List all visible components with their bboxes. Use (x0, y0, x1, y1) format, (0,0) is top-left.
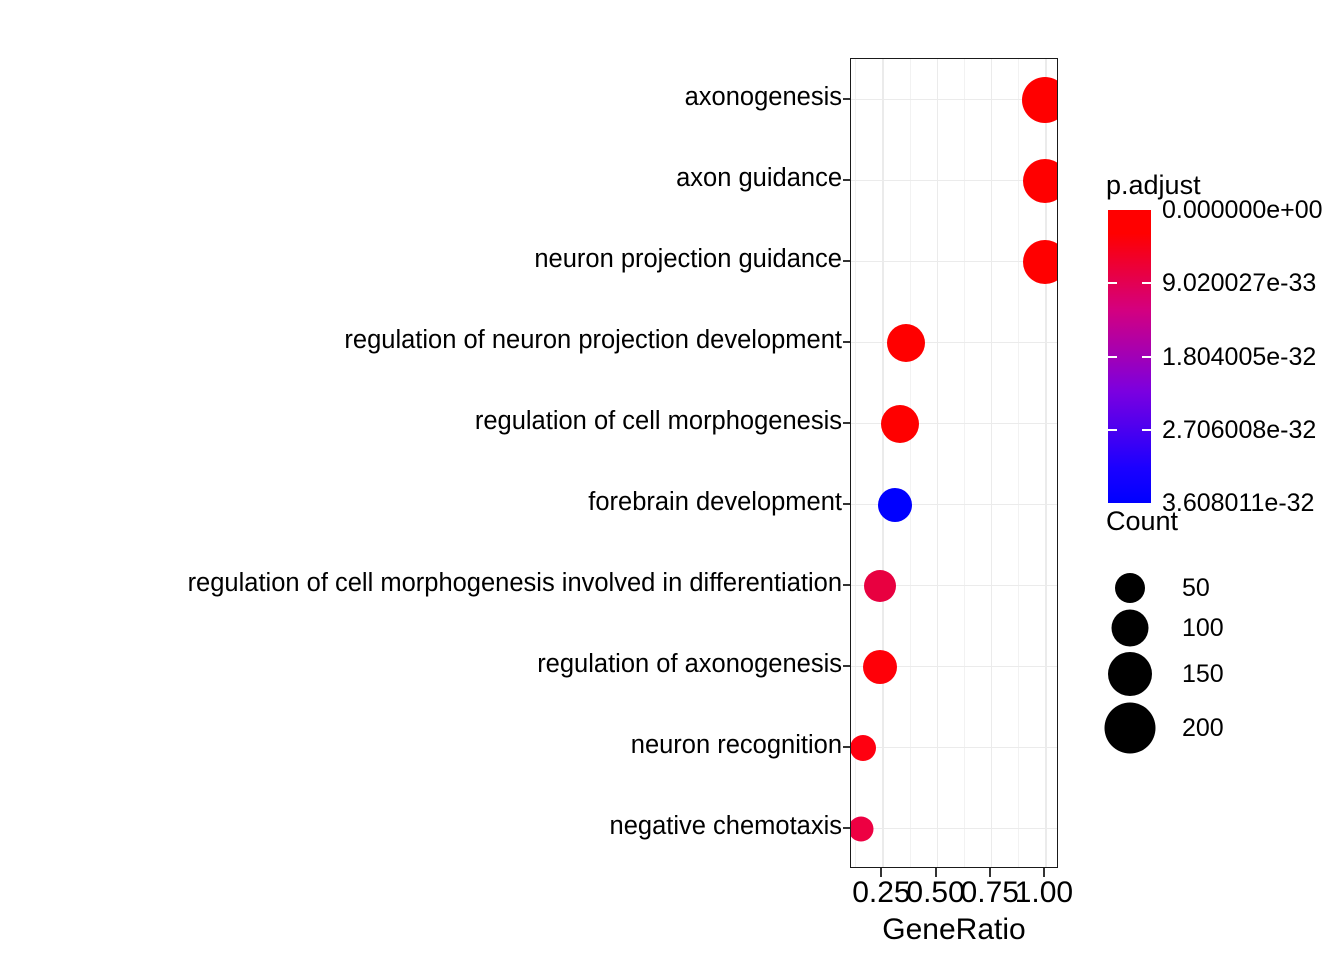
data-point-dot (863, 649, 898, 684)
colorbar-tick-mark (1108, 428, 1117, 431)
gridline-major-horizontal (851, 179, 1057, 182)
count-legend-label: 200 (1182, 713, 1224, 742)
gridline-major-vertical (882, 59, 884, 867)
gridline-major-horizontal (851, 665, 1057, 668)
y-axis-tick-label: regulation of cell morphogenesis (474, 406, 842, 435)
data-point-dot (1021, 76, 1057, 123)
y-axis-tick-mark (843, 745, 850, 748)
y-axis-tick-label: regulation of cell morphogenesis involve… (187, 568, 842, 597)
y-axis-tick-label: axonogenesis (684, 82, 842, 111)
count-legend-title: Count (1106, 506, 1179, 536)
y-axis-tick-mark (843, 259, 850, 262)
colorbar-tick-mark (1108, 355, 1117, 358)
y-axis-tick-mark (843, 97, 850, 100)
colorbar-tick-mark (1142, 282, 1151, 285)
padjust-legend-title: p.adjust (1106, 170, 1201, 200)
colorbar-tick-mark (1142, 428, 1151, 431)
gridline-minor-vertical (1017, 59, 1019, 867)
y-axis-tick-label: axon guidance (676, 163, 842, 192)
y-axis-tick-label: negative chemotaxis (609, 811, 842, 840)
count-legend-label: 100 (1182, 613, 1224, 642)
x-axis-tick-mark (880, 868, 883, 877)
y-axis-tick-label: regulation of axonogenesis (537, 649, 842, 678)
count-legend-dot (1108, 652, 1152, 696)
gridline-major-horizontal (851, 98, 1057, 101)
gridline-major-horizontal (851, 746, 1057, 749)
count-legend-label: 150 (1182, 660, 1224, 688)
y-axis-tick-label: regulation of neuron projection developm… (344, 325, 842, 354)
y-axis: axonogenesis axon guidance neuron projecti… (0, 58, 850, 868)
y-axis-tick-mark (843, 340, 850, 343)
gridline-minor-vertical (855, 59, 857, 867)
gridline-major-horizontal (851, 422, 1057, 425)
x-axis-tick-label: 0.50 (906, 876, 965, 909)
data-point-dot (1022, 239, 1057, 284)
gridline-major-horizontal (851, 503, 1057, 506)
x-axis-title: GeneRatio (882, 913, 1026, 946)
colorbar-tick-label: 3.608011e-32 (1162, 489, 1315, 517)
gridline-minor-vertical (963, 59, 965, 867)
data-point-dot (880, 404, 919, 443)
gridline-major-horizontal (851, 260, 1057, 263)
x-axis-tick-label: 1.00 (1014, 876, 1074, 909)
data-point-dot (878, 487, 913, 522)
data-point-dot (1022, 158, 1057, 203)
gridline-minor-vertical (909, 59, 911, 867)
x-axis-tick-label: 0.25 (852, 876, 911, 909)
y-axis-tick-label: forebrain development (588, 487, 842, 516)
gridline-major-horizontal (851, 584, 1057, 587)
x-axis-tick-mark (988, 868, 991, 877)
data-point-dot (887, 323, 926, 362)
gridline-major-horizontal (851, 341, 1057, 344)
x-axis-ticks (850, 868, 1058, 877)
count-legend-dot (1104, 702, 1156, 753)
colorbar-tick-mark (1142, 355, 1151, 358)
count-legend-dot (1111, 609, 1149, 646)
data-point-dot (851, 734, 876, 761)
y-axis-tick-mark (843, 178, 850, 181)
colorbar-tick-label: 0.000000e+00 (1162, 196, 1323, 224)
gridline-major-horizontal (851, 827, 1057, 830)
legend-area: p.adjust Count 0.000000e+00 9.020027e-33 1… (1100, 58, 1344, 868)
y-axis-tick-mark (843, 664, 850, 667)
data-point-dot (864, 569, 897, 602)
count-legend-label: 50 (1182, 574, 1210, 602)
data-point-dot (851, 816, 874, 841)
y-axis-tick-label: neuron recognition (630, 730, 842, 759)
plot-panel (850, 58, 1058, 868)
colorbar-tick-mark (1108, 282, 1117, 285)
colorbar-tick-label: 2.706008e-32 (1162, 415, 1317, 444)
y-axis-tick-mark (843, 826, 850, 829)
y-axis-tick-mark (843, 583, 850, 586)
y-axis-tick-mark (843, 502, 850, 505)
gridline-major-vertical (936, 59, 939, 867)
gridline-major-vertical (1044, 59, 1047, 867)
y-axis-tick-mark (843, 421, 850, 424)
x-axis-tick-mark (934, 868, 937, 877)
colorbar-tick-label: 9.020027e-33 (1162, 269, 1317, 298)
count-legend-dot (1115, 573, 1145, 603)
x-axis-tick-mark (1042, 868, 1045, 877)
y-axis-tick-label: neuron projection guidance (534, 244, 842, 273)
x-axis-tick-label: 0.75 (960, 876, 1019, 909)
colorbar-tick-label: 1.804005e-32 (1162, 342, 1317, 371)
gridline-major-vertical (990, 59, 993, 867)
